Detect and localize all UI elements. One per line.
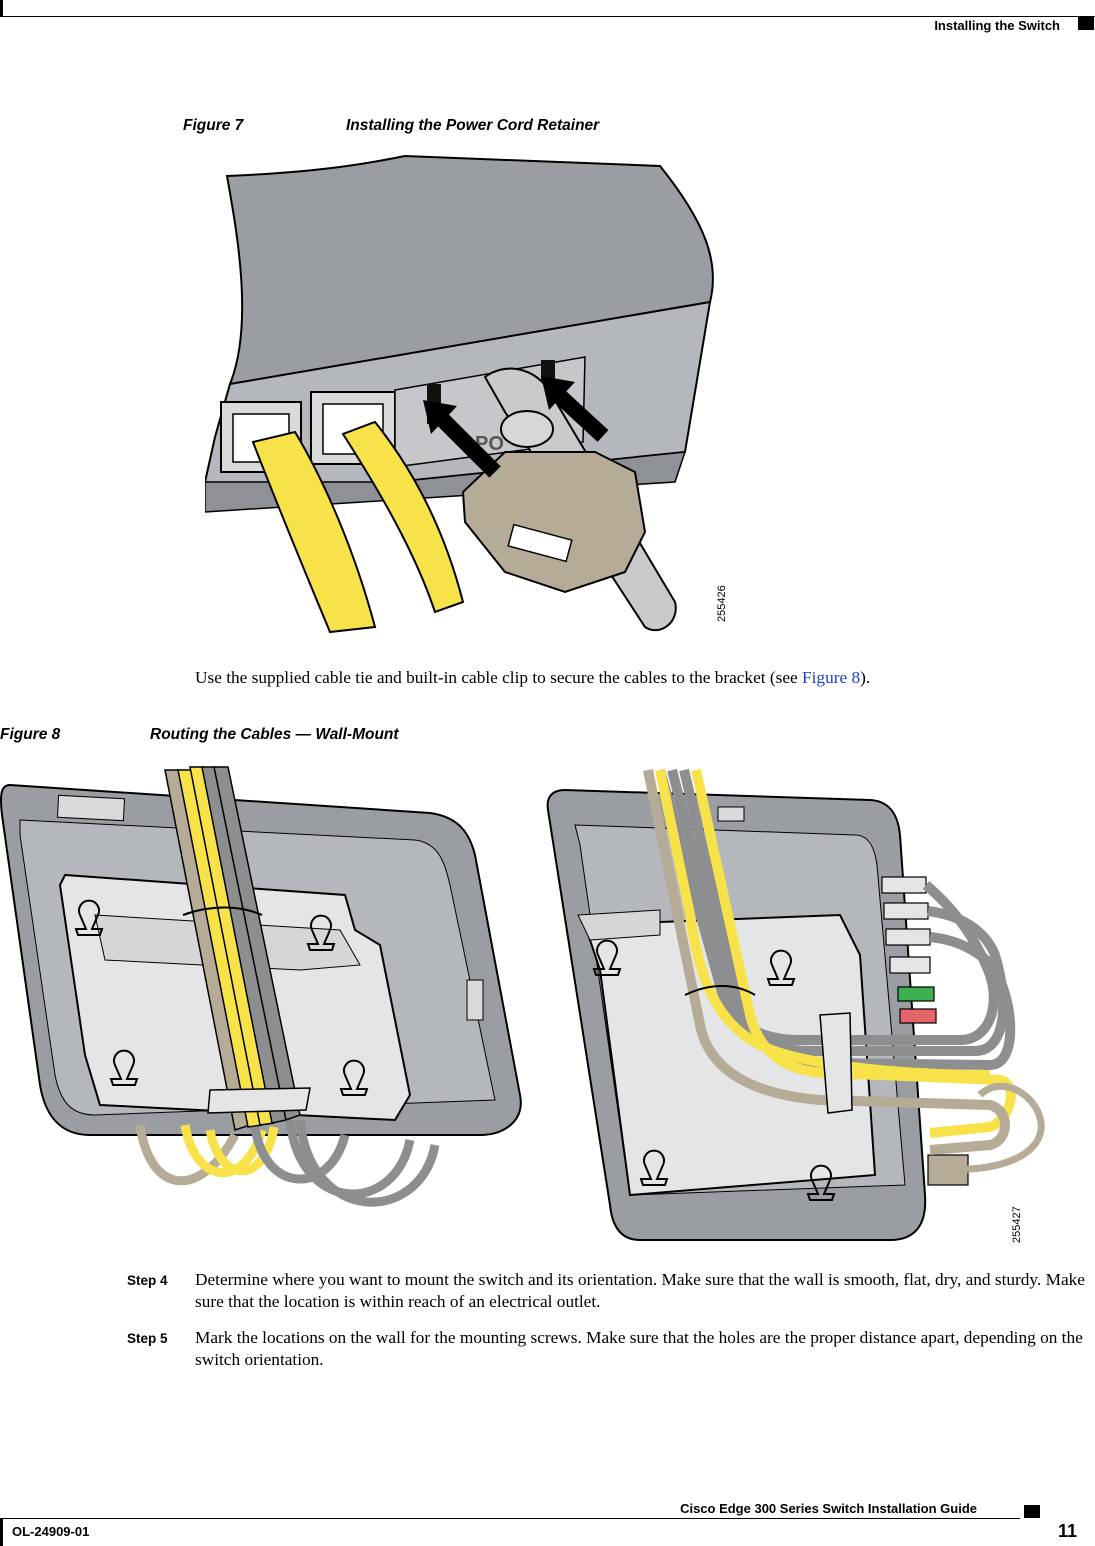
power-cord-retainer [461, 451, 647, 594]
footer-page-number: 11 [1058, 1521, 1078, 1541]
header-marker-box [1078, 17, 1094, 30]
header-rule [0, 16, 1095, 17]
intro-text-before: Use the supplied cable tie and built-in … [195, 668, 803, 687]
retainer-window [507, 523, 573, 563]
figure-7-art-number: 255426 [716, 585, 728, 622]
power-plug [500, 410, 554, 448]
switch-right-unit [546, 768, 1045, 1241]
figure-8-art-number: 255427 [1011, 1206, 1023, 1243]
step-4-text: Determine where you want to mount the sw… [195, 1270, 1085, 1311]
footer-rule [0, 1518, 1020, 1519]
footer-guide-title: Cisco Edge 300 Series Switch Installatio… [680, 1501, 977, 1516]
step-4-label: Step 4 [127, 1273, 168, 1288]
figure-8-label: Figure 8 [0, 726, 61, 743]
footer-marker-box [1024, 1505, 1040, 1518]
header-left-tick [0, 0, 3, 17]
figure-8-illustration: 255427 [0, 766, 1045, 1243]
figure-8-title: Routing the Cables — Wall-Mount [150, 726, 399, 743]
figure-7-title: Installing the Power Cord Retainer [346, 117, 600, 134]
figure-7-label: Figure 7 [183, 117, 244, 134]
figure-8-link[interactable]: Figure 8 [802, 668, 861, 687]
figure-7-illustration: PO 255426 [205, 154, 728, 634]
footer-doc-number: OL-24909-01 [12, 1524, 90, 1539]
yellow-cable-left [251, 430, 377, 634]
insert-arrow-left [423, 400, 501, 478]
step-5-text: Mark the locations on the wall for the m… [195, 1328, 1083, 1369]
intro-text-after: ). [860, 668, 871, 687]
footer-left-tick [0, 1518, 3, 1546]
intro-paragraph: Use the supplied cable tie and built-in … [195, 667, 870, 689]
insert-arrow-right [541, 376, 609, 442]
header-section-title: Installing the Switch [934, 18, 1060, 33]
step-5-label: Step 5 [127, 1331, 168, 1346]
switch-left-unit [0, 766, 522, 1207]
yellow-cable-right [341, 420, 465, 614]
